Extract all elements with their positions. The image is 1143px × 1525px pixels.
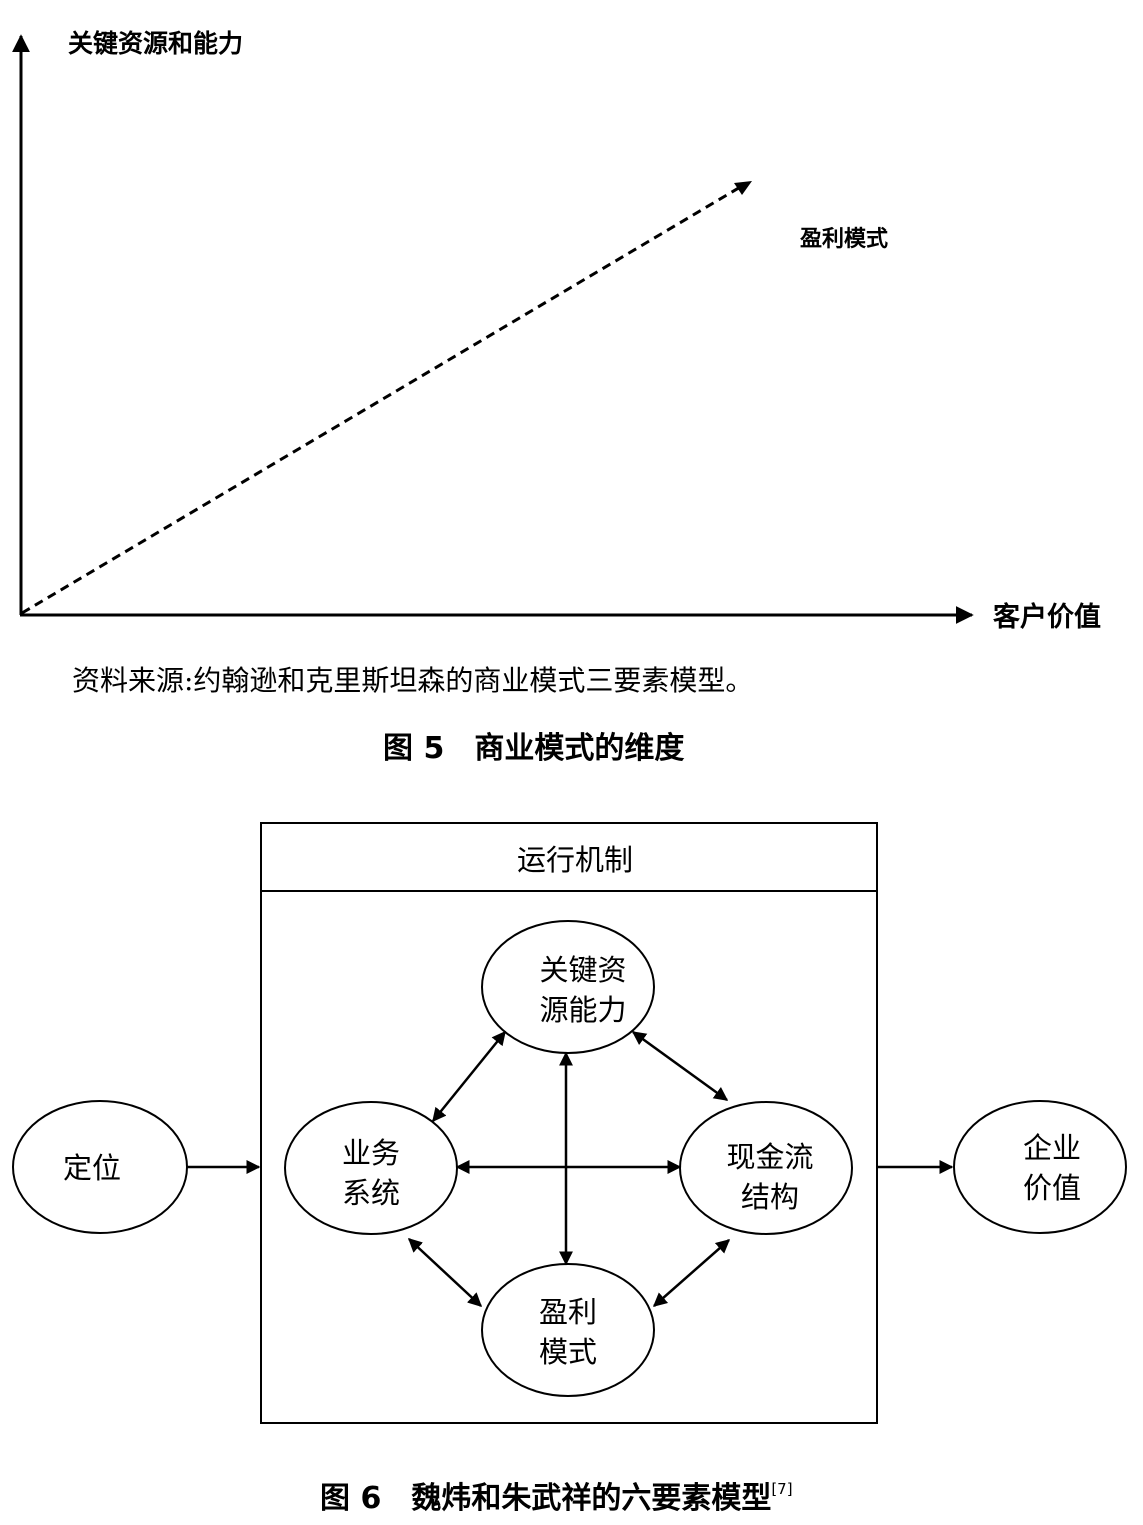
arrow-key-resources-business-system [432, 1030, 506, 1123]
node-key-resources [481, 920, 655, 1054]
arrow-key-resources-cash-flow [631, 1030, 729, 1102]
label-cash-flow-line2: 结构 [741, 1180, 799, 1214]
figure-6-caption: 图 6 魏炜和朱武祥的六要素模型[7] [320, 1480, 793, 1516]
label-business-system-line2: 系统 [342, 1176, 400, 1210]
figure-5: 关键资源和能力 客户价值 盈利模式 资料来源:约翰逊和克里斯坦森的商业模式三要素… [11, 29, 1101, 766]
label-profit-model-line2: 模式 [539, 1335, 597, 1369]
arrow-cash-flow-profit-model [652, 1239, 731, 1307]
label-positioning: 定位 [63, 1151, 121, 1185]
node-enterprise-value [953, 1100, 1127, 1234]
label-profit-model-line1: 盈利 [539, 1295, 597, 1329]
figure-6-caption-text: 图 6 魏炜和朱武祥的六要素模型 [320, 1481, 771, 1516]
line-label: 盈利模式 [799, 227, 888, 252]
label-business-system-line1: 业务 [342, 1136, 400, 1170]
figure-5-caption: 图 5 商业模式的维度 [383, 731, 684, 766]
figure-6: 运行机制 定位 关键资 源能力 业务 系统 现金流 结构 盈利 模式 企业 价值… [12, 822, 1127, 1516]
dashed-line-arrowhead [734, 181, 752, 195]
figure-6-citation: [7] [771, 1480, 792, 1498]
label-cash-flow-line1: 现金流 [726, 1140, 813, 1174]
x-axis-label: 客户价值 [993, 601, 1101, 633]
label-key-resources-line1: 关键资 [539, 953, 626, 987]
arrow-business-system-profit-model [407, 1238, 483, 1307]
y-axis-label: 关键资源和能力 [68, 29, 243, 58]
label-key-resources-line2: 源能力 [539, 993, 626, 1027]
profit-model-dashed-line [21, 184, 743, 615]
label-enterprise-value-line2: 价值 [1023, 1171, 1081, 1205]
operating-mechanism-box [260, 822, 878, 1424]
box-title: 运行机制 [517, 843, 633, 877]
label-enterprise-value-line1: 企业 [1023, 1131, 1081, 1165]
node-profit-model [481, 1263, 655, 1397]
source-note: 资料来源:约翰逊和克里斯坦森的商业模式三要素模型。 [72, 664, 753, 697]
